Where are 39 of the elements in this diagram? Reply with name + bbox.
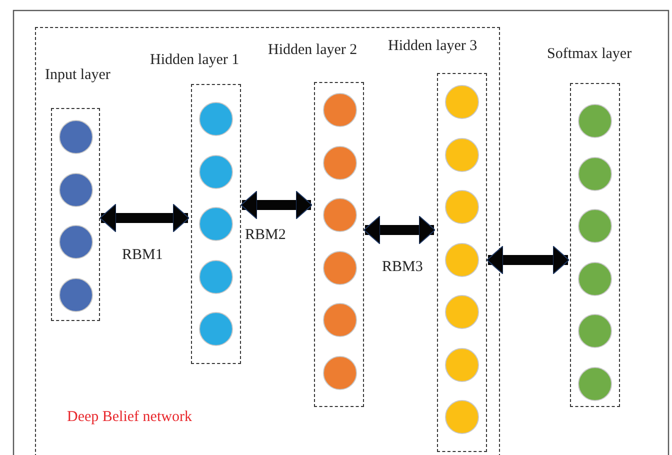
- neuron-circle: [323, 198, 357, 232]
- neuron-circle: [59, 120, 93, 154]
- layer-title: Hidden layer 1: [150, 52, 240, 69]
- neuron-circle: [578, 262, 612, 296]
- neuron-circle: [199, 102, 233, 136]
- group-title: Deep Belief network: [67, 409, 192, 426]
- double-arrow: [100, 204, 190, 232]
- layer-title: Hidden layer 3: [388, 38, 478, 55]
- neuron-circle: [199, 155, 233, 189]
- neuron-circle: [59, 225, 93, 259]
- neuron-circle: [323, 93, 357, 127]
- neuron-circle: [445, 295, 479, 329]
- neuron-circle: [199, 260, 233, 294]
- neuron-circle: [578, 209, 612, 243]
- layer-title: Input layer: [45, 67, 110, 84]
- neuron-circle: [445, 190, 479, 224]
- layer-title: Softmax layer: [547, 46, 632, 63]
- neuron-circle: [323, 251, 357, 285]
- neuron-circle: [199, 312, 233, 346]
- neuron-circle: [445, 243, 479, 277]
- neuron-circle: [578, 104, 612, 138]
- neuron-circle: [578, 157, 612, 191]
- double-arrow: [364, 216, 436, 244]
- neuron-circle: [445, 400, 479, 434]
- neuron-circle: [445, 85, 479, 119]
- neuron-circle: [199, 207, 233, 241]
- neuron-circle: [445, 138, 479, 172]
- double-arrow: [240, 190, 312, 220]
- neuron-circle: [59, 278, 93, 312]
- neuron-circle: [578, 314, 612, 348]
- neuron-circle: [578, 367, 612, 401]
- neuron-circle: [323, 356, 357, 390]
- neuron-circle: [323, 303, 357, 337]
- double-arrow: [486, 246, 570, 274]
- network-group-box: [35, 27, 500, 455]
- neuron-circle: [59, 173, 93, 207]
- neuron-circle: [323, 146, 357, 180]
- layer-title: Hidden layer 2: [268, 42, 358, 59]
- neuron-circle: [445, 348, 479, 382]
